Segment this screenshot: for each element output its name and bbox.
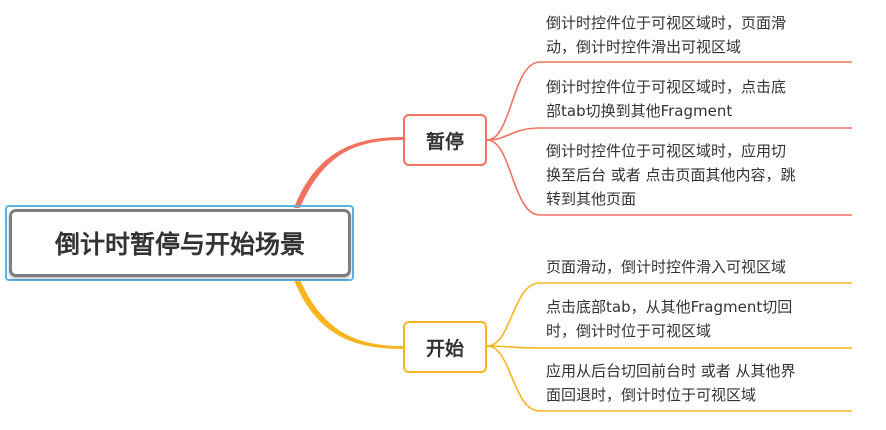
connector-start-leaf-3 [486,345,852,412]
start-leaf-1[interactable]: 页面滑动，倒计时控件滑入可视区域 [546,258,787,276]
connector-pause-leaf-1 [486,61,852,141]
root-selection-outline [5,205,354,281]
branch-pause-label: 暂停 [425,130,464,153]
pause-leaf-1[interactable]: 倒计时控件位于可视区域时，页面滑 动，倒计时控件滑出可视区域 [546,14,787,56]
branch-pause[interactable]: 暂停 [403,114,487,166]
branch-start[interactable]: 开始 [403,321,487,373]
connector-root-start [294,280,404,349]
start-leaf-3[interactable]: 应用从后台切回前台时 或者 从其他界 面回退时，倒计时位于可视区域 [546,362,796,404]
connector-start-leaf-1 [486,282,852,347]
root-topic-label: 倒计时暂停与开始场景 [54,230,305,259]
connector-pause-leaf-2 [486,127,852,141]
connector-start-leaf-2 [486,345,852,349]
branch-start-label: 开始 [425,337,464,360]
connector-root-pause [294,137,404,208]
pause-leaf-2[interactable]: 倒计时控件位于可视区域时，点击底 部tab切换到其他Fragment [546,78,787,120]
pause-leaf-3[interactable]: 倒计时控件位于可视区域时，应用切 换至后台 或者 点击页面其他内容，跳 转到其他… [546,142,796,208]
root-topic[interactable]: 倒计时暂停与开始场景 [9,209,351,277]
start-leaf-2[interactable]: 点击底部tab，从其他Fragment切回 时，倒计时位于可视区域 [546,298,793,340]
connector-pause-leaf-3 [486,139,852,216]
